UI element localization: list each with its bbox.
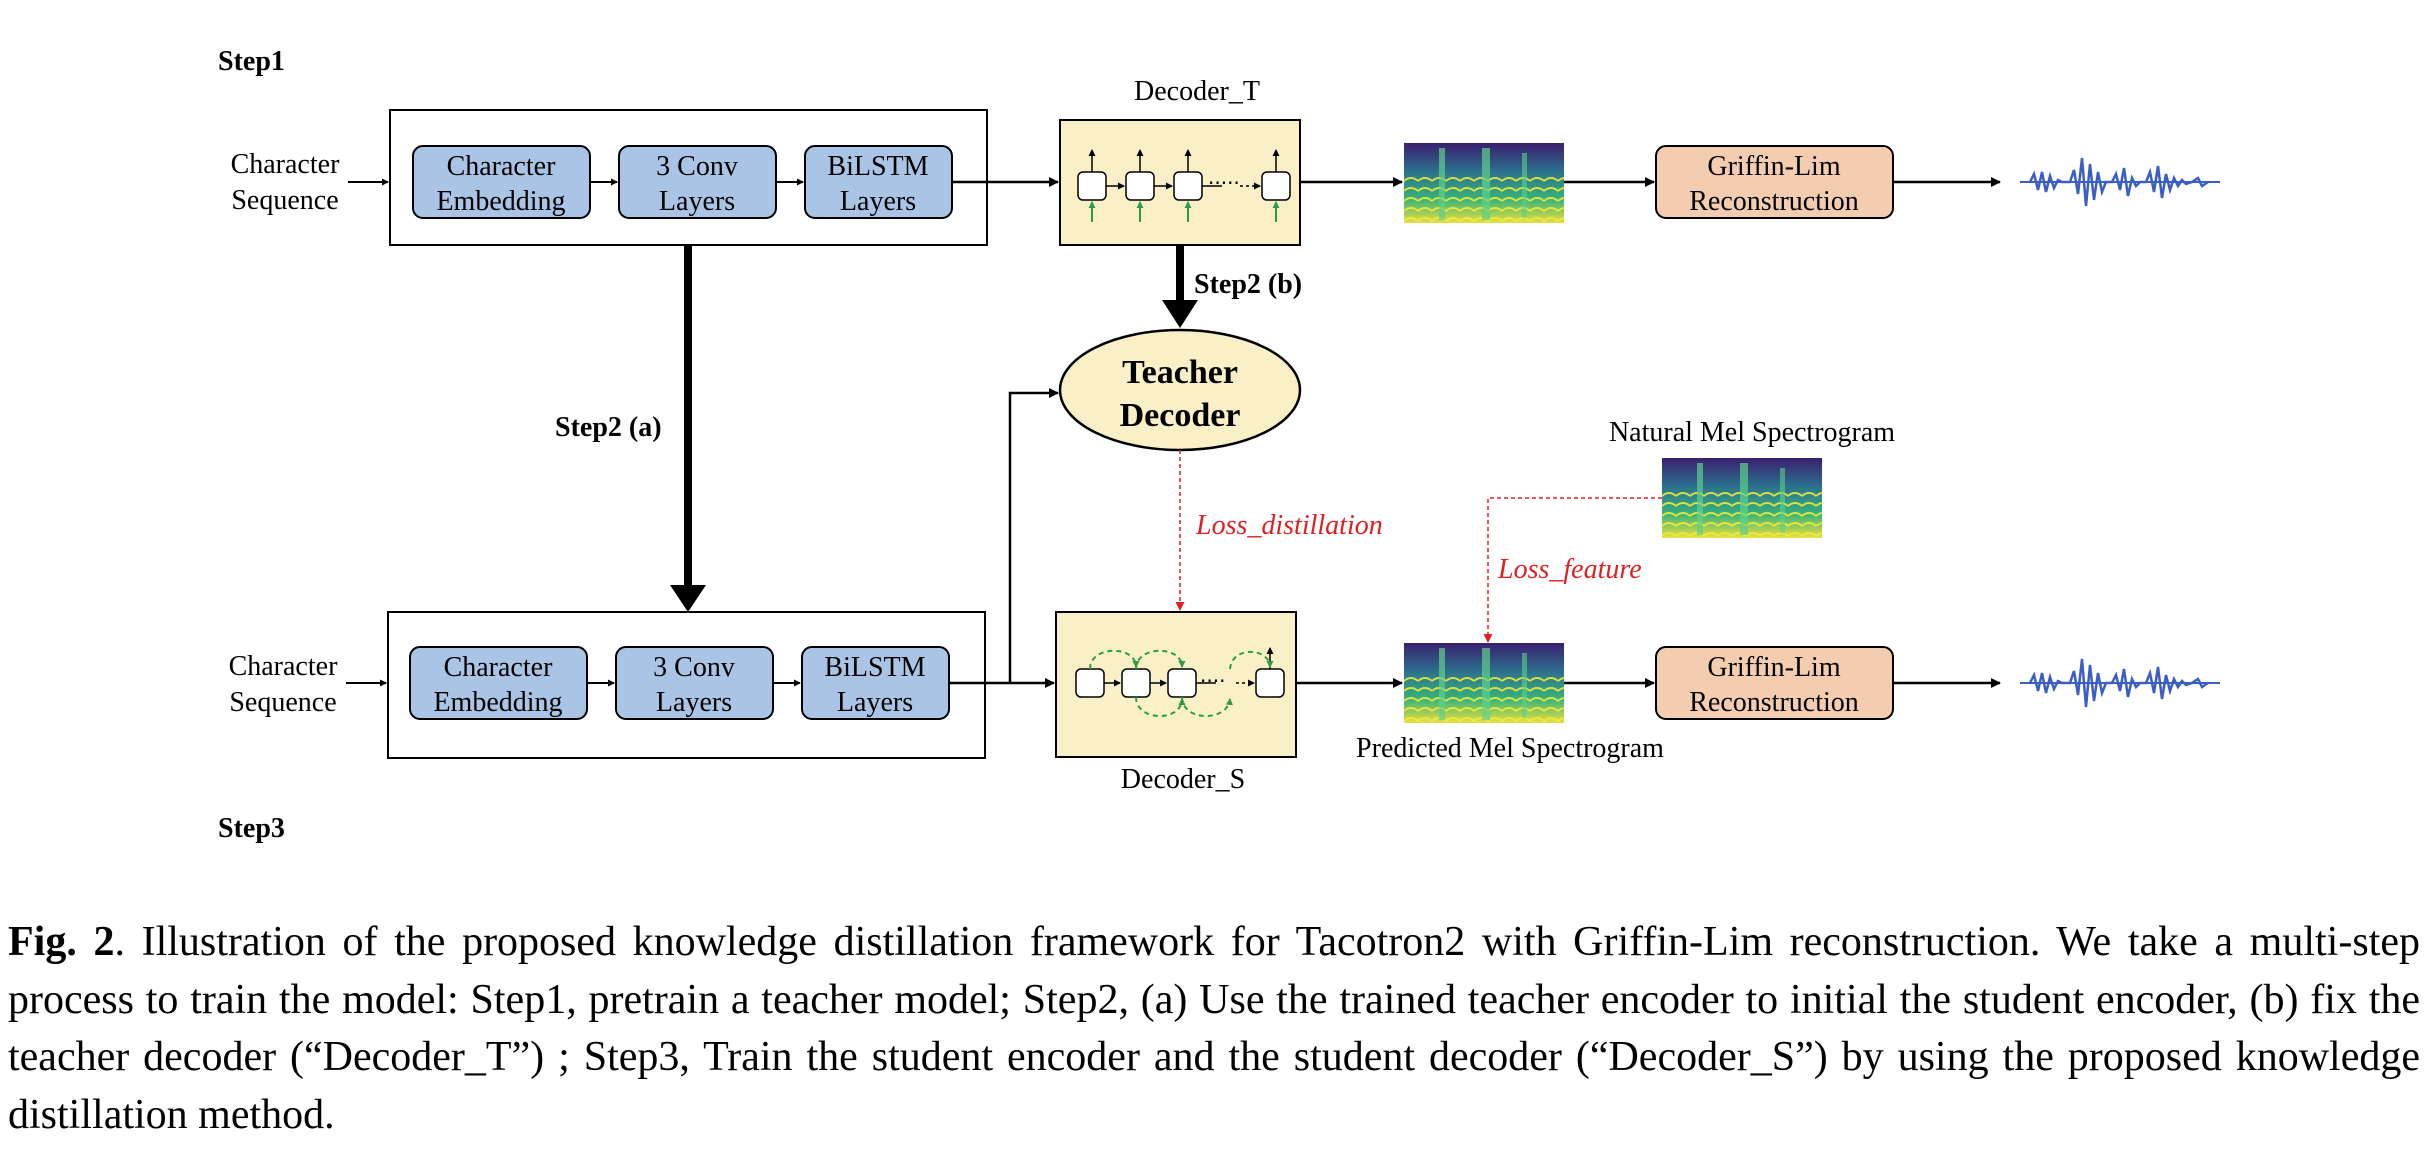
student-bilstm-text-1: BiLSTM [824,652,925,683]
decoder-t-cells [1077,171,1291,201]
student-input-label-2: Sequence [229,687,336,718]
teacher-griffin-text-1: Griffin-Lim [1707,151,1840,182]
student-waveform [2018,657,2222,709]
teacher-conv-text-1: 3 Conv [656,151,738,182]
step3-label: Step3 [218,813,285,844]
student-bilstm-text-2: Layers [837,687,913,718]
student-conv-text-1: 3 Conv [653,652,735,683]
student-input-label: Character [229,651,338,682]
step2a-label: Step2 (a) [555,412,662,443]
svg-text:····: ···· [1200,669,1225,693]
teacher-bilstm-text-2: Layers [840,186,916,217]
student-conv-text-2: Layers [656,687,732,718]
figure-caption: Fig. 2. Illustration of the proposed kno… [8,914,2420,1144]
teacher-conv-text-2: Layers [659,186,735,217]
step2b-label: Step2 (b) [1194,269,1302,300]
predicted-mel-spectrogram [1404,643,1564,723]
caption-prefix: Fig. 2 [8,919,115,965]
predicted-mel-label: Predicted Mel Spectrogram [1356,733,1664,764]
student-griffin-text-1: Griffin-Lim [1707,652,1840,683]
teacher-decoder-text-2: Decoder [1120,397,1241,434]
teacher-embedding-text-1: Character [447,151,556,182]
student-encoder-box [387,611,986,759]
svg-text:·····: ····· [1208,171,1240,195]
teacher-input-label: Character [231,149,340,180]
caption-text: . Illustration of the proposed knowledge… [8,919,2420,1138]
natural-mel-spectrogram [1662,458,1822,538]
loss-feature-label: Loss_feature [1497,554,1642,585]
teacher-embedding-text-2: Embedding [436,186,565,217]
decoder-s-label: Decoder_S [1121,764,1245,795]
teacher-bilstm-text-1: BiLSTM [827,151,928,182]
student-griffin-text-2: Reconstruction [1689,687,1859,718]
natural-mel-label: Natural Mel Spectrogram [1609,417,1895,448]
framework-diagram: Step1 Step2 (a) Step2 (b) Step3 Characte… [218,46,2222,844]
step1-label: Step1 [218,46,285,77]
teacher-decoder-text-1: Teacher [1122,354,1238,391]
student-embedding-text-1: Character [444,652,553,683]
teacher-input-label-2: Sequence [231,185,338,216]
decoder-t-label: Decoder_T [1134,76,1260,107]
teacher-waveform [2018,156,2222,208]
teacher-mel-spectrogram [1404,143,1564,223]
loss-distillation-label: Loss_distillation [1195,510,1383,541]
teacher-griffin-text-2: Reconstruction [1689,186,1859,217]
student-embedding-text-2: Embedding [433,687,562,718]
